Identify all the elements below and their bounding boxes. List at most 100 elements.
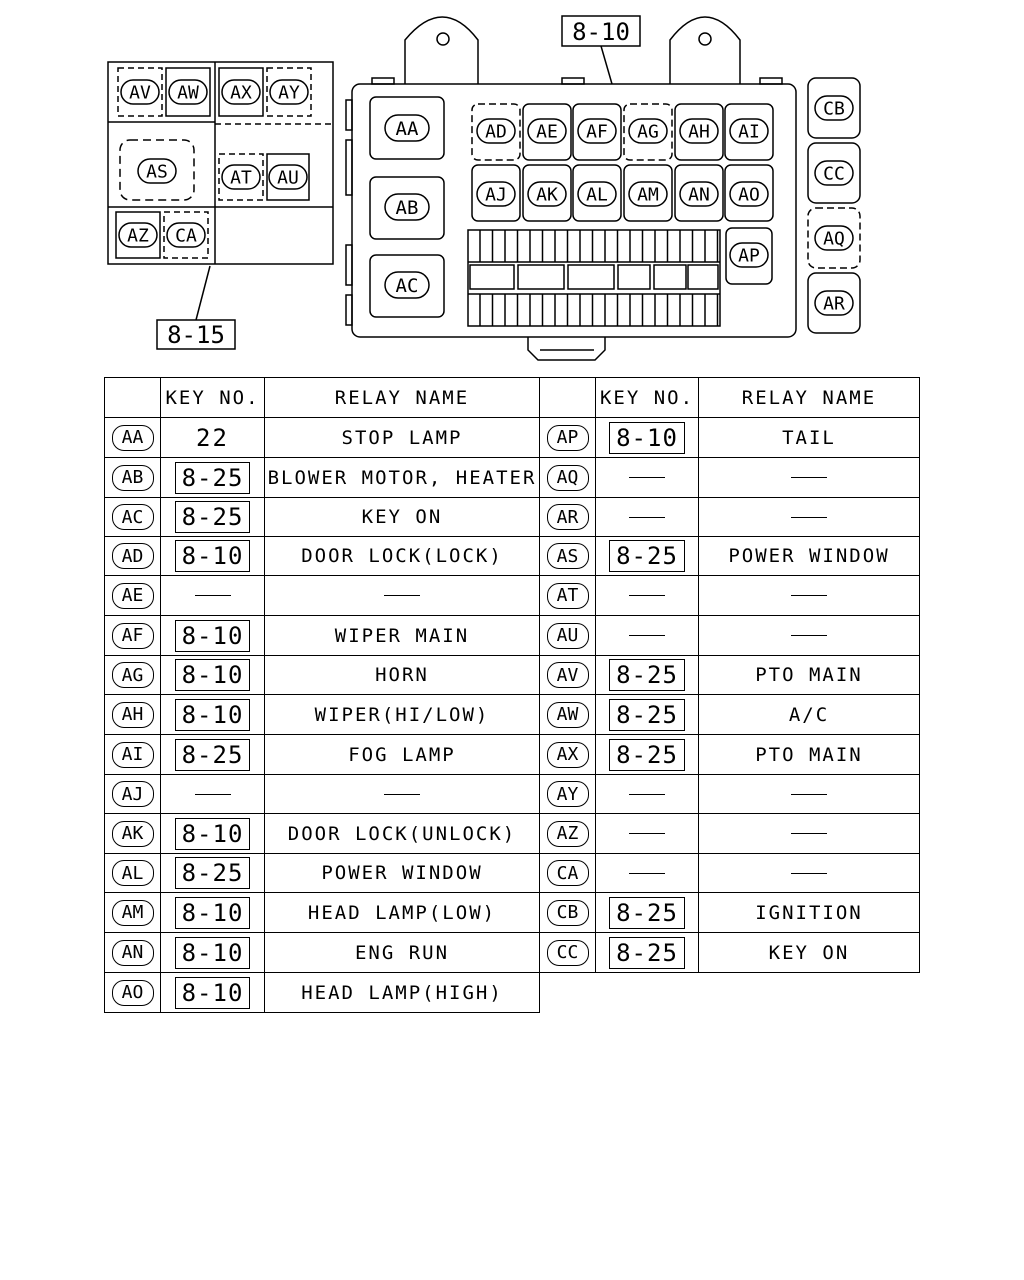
callout-main-leader [600, 45, 613, 85]
left-header-relay-name: RELAY NAME [265, 377, 540, 418]
relay-ca-label: CA [166, 222, 206, 248]
relay-name-text: STOP LAMP [341, 426, 463, 449]
table-row-relay-name [699, 616, 920, 656]
relay-as-label: AS [137, 158, 177, 184]
empty-dash [791, 477, 827, 478]
main-small-relays [471, 103, 774, 285]
relay-code-text: AS [146, 161, 168, 182]
relay-name-text: TAIL [782, 426, 836, 449]
relay-name-text: HEAD LAMP(LOW) [307, 901, 497, 924]
relay-code-badge: AT [546, 582, 589, 609]
key-number: 8-25 [609, 738, 685, 771]
relay-socket [724, 103, 774, 161]
relay-code-badge: CA [546, 860, 589, 886]
table-row-code: AN [104, 933, 161, 973]
relay-cc-label: CC [814, 160, 854, 186]
relay-al-label: AL [577, 181, 617, 207]
table-row-code: AB [104, 458, 161, 498]
relay-code-badge: AW [546, 701, 589, 728]
relay-code-text: AM [637, 184, 659, 205]
table-row-relay-name [265, 775, 540, 814]
relay-av-label: AV [120, 79, 160, 105]
table-row-code: AZ [540, 814, 596, 854]
relay-ac-label: AC [384, 271, 430, 299]
table-row-code: AP [540, 418, 596, 458]
relay-name-text: KEY ON [768, 941, 850, 964]
relay-ak-label: AK [527, 181, 567, 207]
relay-code-badge: AU [546, 622, 589, 649]
key-number: 8-25 [609, 936, 685, 969]
table-row-key-no: 8-10 [161, 814, 265, 854]
relay-code-text: AI [738, 121, 760, 142]
table-row-relay-name: KEY ON [265, 498, 540, 537]
empty-dash [791, 793, 827, 795]
key-number: 8-25 [174, 738, 251, 771]
key-number: 8-10 [174, 698, 251, 731]
relay-socket [623, 103, 673, 161]
table-row-relay-name: HEAD LAMP(HIGH) [265, 973, 540, 1013]
table-row-code: AM [104, 893, 161, 933]
empty-dash [629, 833, 665, 834]
table-row-key-no: 8-10 [161, 656, 265, 695]
empty-dash [384, 793, 420, 795]
table-row-relay-name [699, 498, 920, 537]
relay-name-text: DOOR LOCK(LOCK) [301, 545, 503, 567]
relay-code-badge: AP [546, 424, 589, 451]
key-number: 8-10 [174, 936, 251, 969]
table-row-key-no: 8-10 [161, 973, 265, 1013]
relay-an-label: AN [679, 181, 719, 207]
right-relay-column [807, 77, 861, 334]
callout-sub-leader [195, 265, 211, 321]
relay-ax-label: AX [221, 79, 261, 105]
relay-code-badge: AC [111, 504, 154, 530]
relay-code-text: AT [230, 167, 252, 188]
relay-socket [674, 103, 724, 161]
relay-aa-label: AA [384, 114, 430, 142]
relay-az-label: AZ [118, 222, 158, 248]
table-row-relay-name: DOOR LOCK(UNLOCK) [265, 814, 540, 854]
relay-aq-label: AQ [814, 225, 854, 251]
empty-dash [194, 793, 231, 795]
relay-code-text: AL [586, 184, 608, 205]
table-row-key-no [596, 814, 699, 854]
main-relay-box [345, 16, 797, 361]
relay-name-text: FOG LAMP [348, 743, 456, 766]
relay-name-text: BLOWER MOTOR, HEATER [267, 466, 537, 489]
relay-code-badge: AL [111, 860, 154, 886]
table-row-code: AT [540, 576, 596, 616]
key-number: 8-10 [174, 896, 251, 929]
key-number: 22 [196, 423, 229, 452]
table-row-code: AK [104, 814, 161, 854]
key-number: 8-25 [609, 659, 685, 691]
key-number: 8-10 [609, 421, 685, 454]
table-row-key-no [596, 616, 699, 656]
relay-code-badge: AF [111, 622, 154, 649]
table-row-relay-name: STOP LAMP [265, 418, 540, 458]
left-header-key-no: KEY NO. [161, 377, 265, 418]
relay-af-label: AF [577, 118, 617, 144]
relay-ad-label: AD [476, 118, 516, 144]
relay-code-badge: AG [111, 662, 154, 688]
table-row-code: AG [104, 656, 161, 695]
table-row-key-no [596, 576, 699, 616]
relay-code-text: AD [485, 121, 507, 142]
table-row-relay-name [699, 814, 920, 854]
empty-dash [629, 477, 665, 478]
relay-code-text: AY [278, 82, 300, 103]
relay-code-badge: AJ [111, 781, 154, 807]
relay-code-text: AQ [823, 228, 845, 249]
table-row-relay-name: ENG RUN [265, 933, 540, 973]
empty-dash [629, 595, 665, 596]
right-header-key-no: KEY NO. [596, 377, 699, 418]
relay-ah-label: AH [679, 118, 719, 144]
relay-code-text: AR [823, 293, 845, 314]
table-row-relay-name: A/C [699, 695, 920, 735]
table-row-key-no: 8-10 [596, 418, 699, 458]
table-row-relay-name: POWER WINDOW [265, 854, 540, 893]
table-row-code: AJ [104, 775, 161, 814]
relay-ar-label: AR [814, 290, 854, 316]
key-number: 8-25 [174, 857, 251, 889]
